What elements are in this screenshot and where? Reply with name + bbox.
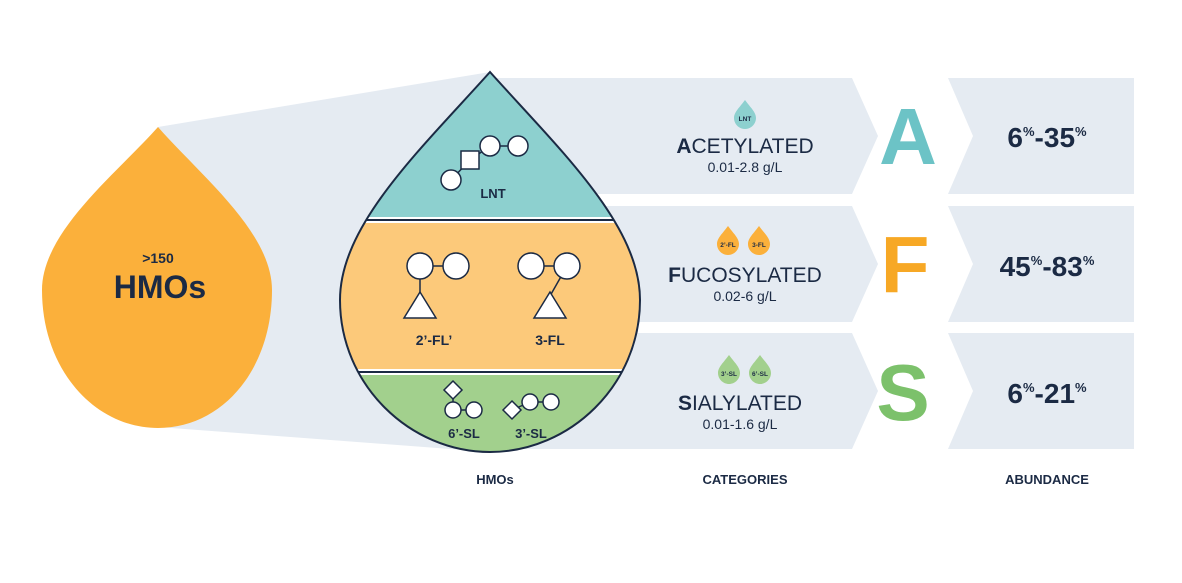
badge-label: 3-FL (752, 242, 766, 249)
fl2-label: 2’-FL’ (416, 332, 453, 348)
fl3-badge-icon: 3-FL (748, 226, 770, 255)
badge-label: LNT (739, 116, 752, 123)
fl2-badge-icon: 2’-FL (717, 226, 739, 255)
lnt-badge-icon: LNT (734, 100, 756, 129)
abundance-panel-a (948, 78, 1134, 194)
column-label-abundance: ABUNDANCE (1005, 472, 1089, 487)
abundance-value: 6%-21% (1007, 378, 1087, 409)
structures-drop-outline (338, 70, 642, 454)
category-fucosylated: 2’-FL 3-FL FUCOSYLATED 0.02-6 g/L F 45%-… (668, 220, 1095, 309)
category-name: SIALYLATED (678, 392, 802, 415)
sl6-badge-icon: 6’-SL (749, 355, 771, 384)
sl3-badge-icon: 3’-SL (718, 355, 740, 384)
lnt-label: LNT (480, 186, 505, 201)
hmo-drop-label: HMOs (114, 269, 206, 305)
abundance-panels (948, 78, 1134, 449)
category-letter: S (876, 348, 929, 437)
badge-label: 2’-FL (720, 242, 736, 249)
category-letter: A (879, 92, 937, 181)
sl3-label: 3’-SL (515, 426, 547, 441)
abundance-panel-f (948, 206, 1134, 322)
category-acetylated: LNT ACETYLATED 0.01-2.8 g/L A 6%-35% (676, 92, 1087, 181)
fl3-structure-icon (517, 252, 581, 319)
hmo-drop-shape (42, 127, 272, 428)
category-name: FUCOSYLATED (668, 264, 822, 287)
abundance-panel-s (948, 333, 1134, 449)
hmo-drop: >150 HMOs (42, 127, 272, 428)
abundance-value: 6%-35% (1007, 122, 1087, 153)
column-label-categories: CATEGORIES (703, 472, 788, 487)
lnt-structure-icon (440, 135, 529, 191)
category-range: 0.01-1.6 g/L (703, 416, 778, 432)
category-range: 0.02-6 g/L (713, 288, 776, 304)
sl6-structure-icon (442, 379, 483, 419)
badge-label: 3’-SL (721, 371, 737, 378)
segment-fucosylated (340, 220, 640, 372)
category-sialylated: 3’-SL 6’-SL SIALYLATED 0.01-1.6 g/L S 6%… (678, 348, 1087, 437)
abundance-value: 45%-83% (1000, 251, 1095, 282)
hmo-count: >150 (142, 250, 174, 266)
category-range: 0.01-2.8 g/L (708, 159, 783, 175)
sl3-structure-icon (501, 393, 560, 421)
badge-label: 6’-SL (752, 371, 768, 378)
sl6-label: 6’-SL (448, 426, 480, 441)
column-labels: HMOs CATEGORIES ABUNDANCE (476, 472, 1089, 487)
category-name: ACETYLATED (676, 135, 813, 158)
category-letter: F (881, 220, 930, 309)
band-acetylated (495, 78, 878, 194)
fl3-label: 3-FL (535, 332, 565, 348)
fl2-structure-icon (402, 252, 470, 319)
column-label-hmos: HMOs (476, 472, 514, 487)
